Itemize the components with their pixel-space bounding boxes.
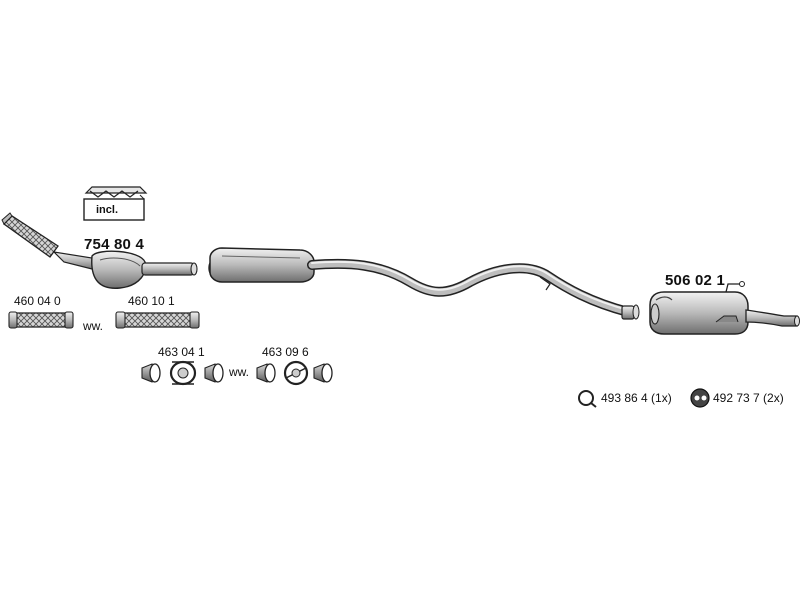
part-number-rear-silencer: 506 02 1 (665, 272, 725, 289)
rear-silencer (649, 281, 800, 335)
center-pipe (307, 258, 640, 320)
flex-pipe-separator: ww. (83, 319, 104, 333)
part-number-flex-pipe-a: 460 04 0 (14, 294, 61, 308)
kit-badge-label: incl. (96, 204, 119, 216)
kit-box-icon (83, 186, 148, 221)
clamp-set-b (256, 360, 333, 386)
part-number-rubber-mount: 492 73 7 (2x) (713, 391, 784, 405)
part-number-catalytic-converter: 754 80 4 (84, 236, 144, 253)
middle-silencer (209, 247, 315, 283)
flex-pipe-a (8, 311, 74, 329)
part-number-mounting-ring: 493 86 4 (1x) (601, 391, 672, 405)
part-number-clamp-a: 463 04 1 (158, 345, 205, 359)
flex-pipe-b (115, 311, 200, 329)
clamp-separator: ww. (229, 365, 250, 379)
mounting-ring-icon (578, 390, 597, 408)
catalytic-converter (1, 212, 198, 289)
part-number-flex-pipe-b: 460 10 1 (128, 294, 175, 308)
rubber-mount-icon (690, 388, 710, 408)
clamp-set-a (141, 360, 224, 386)
part-number-clamp-b: 463 09 6 (262, 345, 309, 359)
